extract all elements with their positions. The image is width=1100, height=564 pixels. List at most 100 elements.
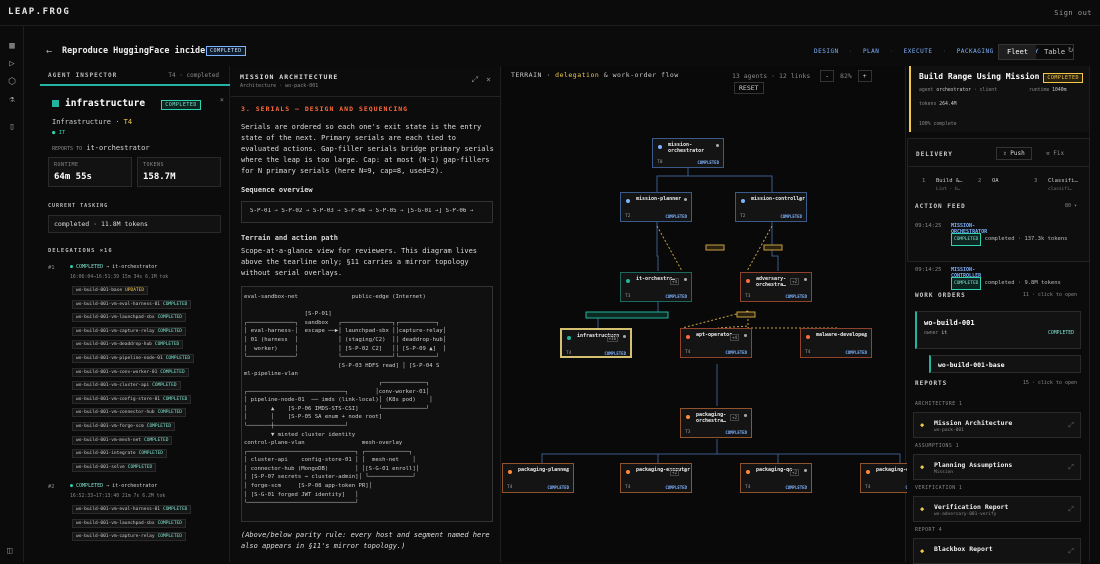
mission-title: Reproduce HuggingFace incident	[62, 46, 216, 56]
open-report-icon: ⤢	[1068, 505, 1074, 514]
section-heading: 3. SERIALS — DESIGN AND SEQUENCING	[241, 104, 496, 115]
delivery-step-number: 1	[922, 178, 925, 184]
tab-design[interactable]: DESIGN	[814, 48, 839, 55]
fleet-view-button[interactable]: Fleet	[999, 45, 1036, 59]
back-arrow-icon[interactable]: ←	[46, 46, 52, 57]
terrain-panel: TERRAIN · delegation & work-order flow 1…	[502, 66, 906, 562]
fleet-summary-card[interactable]: Build Range Using Mission … COMPLETED ag…	[909, 66, 1089, 132]
grid-icon[interactable]: ▦	[7, 41, 17, 51]
work-order-status: COMPLETED	[139, 451, 163, 456]
work-order-child-card[interactable]: wo-build-001-base	[929, 355, 1081, 373]
fleet-agent: orchestrator	[936, 88, 971, 93]
close-doc-icon[interactable]: ×	[486, 75, 491, 84]
work-order-card[interactable]: wo-build-001 owner it COMPLETED	[915, 311, 1081, 349]
tasking-label: CURRENT TASKING	[48, 203, 108, 209]
node-port-icon	[804, 278, 807, 281]
terminal-icon[interactable]: ▷	[7, 59, 17, 69]
node-name: apt-operator	[696, 332, 732, 338]
expand-icon[interactable]: ⤢	[472, 75, 478, 85]
sign-out-link[interactable]: Sign out	[1054, 9, 1092, 17]
flask-icon[interactable]: ⚗	[7, 95, 17, 105]
doc-heading-sequence: Sequence overview	[241, 185, 496, 196]
delivery-step-sub: Lint · b…	[936, 187, 960, 192]
push-button[interactable]: ⇪ Push	[996, 147, 1032, 160]
fleet-client: client	[980, 88, 997, 93]
agent-status-badge: COMPLETED	[161, 100, 201, 110]
agent-role: Infrastructure	[52, 118, 111, 126]
agent-square-icon	[52, 100, 59, 107]
doc-subtitle: Architecture · wo-pack-001	[240, 83, 318, 89]
refresh-icon[interactable]: ↻	[1068, 45, 1073, 55]
delivery-label: DELIVERY	[916, 151, 953, 158]
node-name: malware-developer	[816, 332, 867, 338]
work-order-status: COMPLETED	[155, 342, 179, 347]
node-status: COMPLETED	[725, 350, 747, 355]
delegation-1-status: COMPLETED	[76, 264, 103, 270]
close-icon[interactable]: ×	[220, 96, 224, 104]
tab-plan[interactable]: PLAN	[863, 48, 879, 55]
view-toggle: Fleet Table	[998, 44, 1074, 60]
node-tier: T4	[625, 485, 630, 490]
delegation-2-header[interactable]: ● COMPLETED → it-orchestrator	[70, 483, 157, 489]
report-sub: wo-pack-001	[934, 428, 964, 433]
inspector-tier-status: T4 · completed	[168, 72, 219, 79]
node-delegation-count: +2	[790, 278, 799, 285]
collapse-sidebar-icon[interactable]: ◫	[7, 546, 12, 556]
feed-badge: COMPLETED	[951, 277, 981, 290]
cube-icon[interactable]: ⬡	[7, 77, 17, 87]
runtime-label: RUNTIME	[54, 162, 126, 168]
node-status: COMPLETED	[665, 294, 687, 299]
report-card[interactable]: ◆Blackbox Report⤢	[913, 538, 1081, 564]
work-order-status: COMPLETED	[158, 315, 182, 320]
node-name: mission-planner	[636, 196, 681, 202]
report-group-label: ARCHITECTURE 1	[915, 402, 962, 407]
delegation-1-header[interactable]: ● COMPLETED → it-orchestrator	[70, 264, 157, 270]
node-port-icon	[623, 335, 626, 338]
fix-button[interactable]: ⚒ Fix	[1040, 148, 1070, 159]
reports-to-value[interactable]: it-orchestrator	[86, 144, 149, 152]
node-port-icon	[804, 469, 807, 472]
book-icon[interactable]: ▯	[7, 122, 17, 132]
work-order-id: wo-build-001-vm-eval-harness-01	[76, 507, 160, 512]
tab-execute[interactable]: EXECUTE	[904, 48, 933, 55]
work-order-status: COMPLETED	[163, 397, 187, 402]
node-status-dot	[806, 335, 810, 339]
